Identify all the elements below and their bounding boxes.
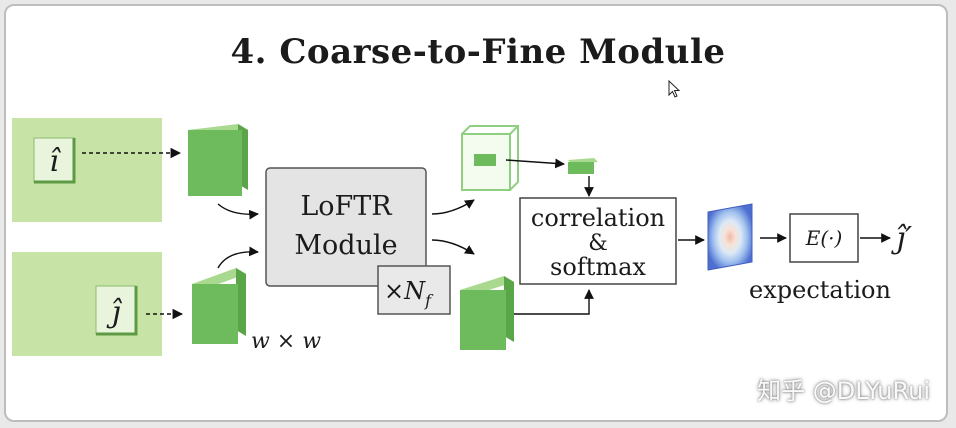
arrow-wireframe-to-small-feature bbox=[505, 158, 565, 169]
loftr-label-line1: LoFTR bbox=[300, 191, 392, 222]
arrow-feature-i-to-loftr bbox=[217, 203, 259, 220]
feature-block-fine bbox=[460, 276, 514, 350]
input-patch-j: ĵ bbox=[12, 252, 162, 356]
svg-text:×Nf: ×Nf bbox=[384, 277, 434, 310]
input-i-label: î bbox=[49, 144, 61, 179]
input-patch-i: î bbox=[12, 118, 162, 222]
heatmap bbox=[707, 203, 753, 271]
expectation-caption: expectation bbox=[749, 276, 891, 304]
loftr-label-line2: Module bbox=[294, 230, 397, 261]
mouse-cursor-icon bbox=[668, 80, 681, 98]
feature-block-j bbox=[192, 268, 246, 344]
repeat-subscript: f bbox=[424, 291, 434, 310]
expectation-operator: E(·) bbox=[805, 226, 843, 250]
window-size-label: w × w bbox=[251, 329, 321, 354]
small-feature-block bbox=[568, 158, 598, 174]
arrow-feature-j-to-loftr bbox=[217, 246, 259, 269]
correlation-label-line3: softmax bbox=[550, 253, 646, 281]
arrow-loftr-to-wireframe bbox=[431, 199, 475, 215]
output-j-prime: ĵ′ bbox=[891, 221, 912, 256]
feature-block-i bbox=[188, 124, 248, 196]
correlation-label-line2: & bbox=[588, 231, 608, 256]
correlation-softmax-box: correlation & softmax bbox=[519, 197, 677, 285]
arrow-loftr-to-feature-block bbox=[431, 239, 475, 255]
repeat-label: ×N bbox=[384, 277, 426, 305]
correlation-label-line1: correlation bbox=[531, 204, 665, 232]
watermark: 知乎 @DLYuRui bbox=[757, 377, 930, 405]
wireframe-cube bbox=[461, 125, 519, 191]
repeat-box: ×Nf bbox=[377, 265, 451, 315]
loftr-module-box: LoFTR Module bbox=[265, 167, 427, 287]
arrow-feature-to-correlation bbox=[514, 289, 594, 315]
slide-title: 4. Coarse-to-Fine Module bbox=[230, 32, 726, 72]
center-feature bbox=[474, 154, 496, 166]
expectation-box: E(·) bbox=[789, 213, 859, 263]
